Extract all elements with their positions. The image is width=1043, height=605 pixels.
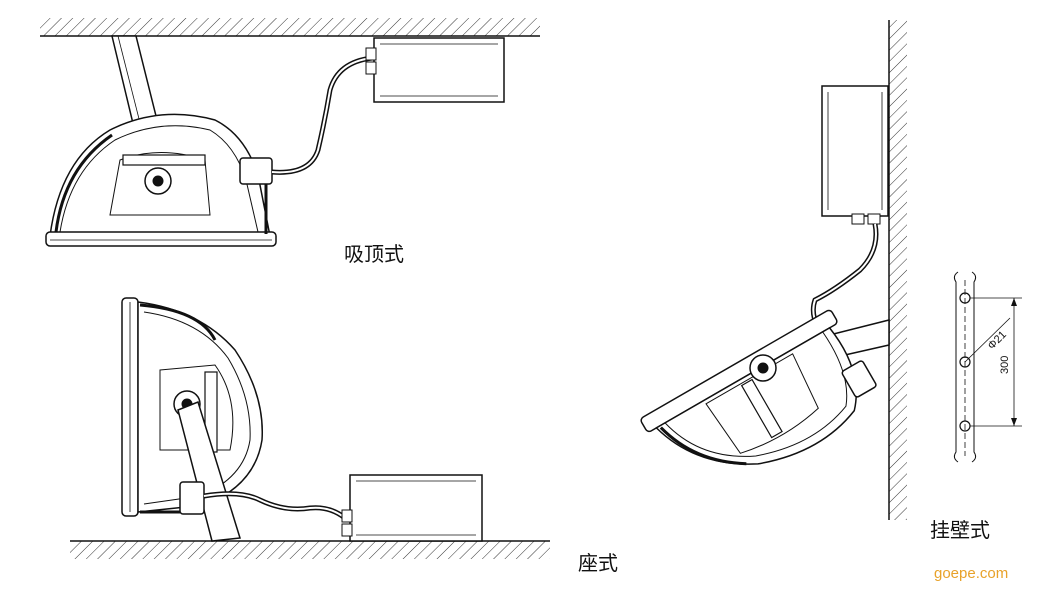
gland-box: [841, 360, 877, 398]
gland-box: [239, 157, 273, 185]
wall-mount-label: 挂壁式: [930, 518, 990, 542]
ceiling-hatch: [40, 18, 540, 36]
hole-diameter-label: Φ21: [986, 329, 1009, 352]
ballast-box: [349, 474, 483, 542]
floor-hatch: [70, 541, 550, 559]
ceiling-mount-label: 吸顶式: [344, 242, 404, 266]
cable: [271, 55, 373, 175]
wall-hatch: [889, 20, 907, 520]
spacing-dimension-label: 300: [999, 356, 1011, 374]
wall-mount-drawing: Φ21 300: [640, 20, 1022, 520]
seat-mount-drawing: [70, 297, 550, 559]
seat-mount-label: 座式: [578, 551, 618, 575]
ceiling-mount-drawing: [40, 18, 540, 247]
gland-box: [179, 481, 205, 515]
ballast-box: [821, 85, 889, 217]
ballast-box: [373, 37, 505, 103]
mounting-hole: [959, 356, 971, 368]
mounting-hole-detail: Φ21 300: [953, 271, 1022, 463]
watermark: goepe.com: [934, 565, 1009, 582]
lamp-rim: [45, 231, 277, 247]
lamp-assembly: [640, 309, 877, 466]
